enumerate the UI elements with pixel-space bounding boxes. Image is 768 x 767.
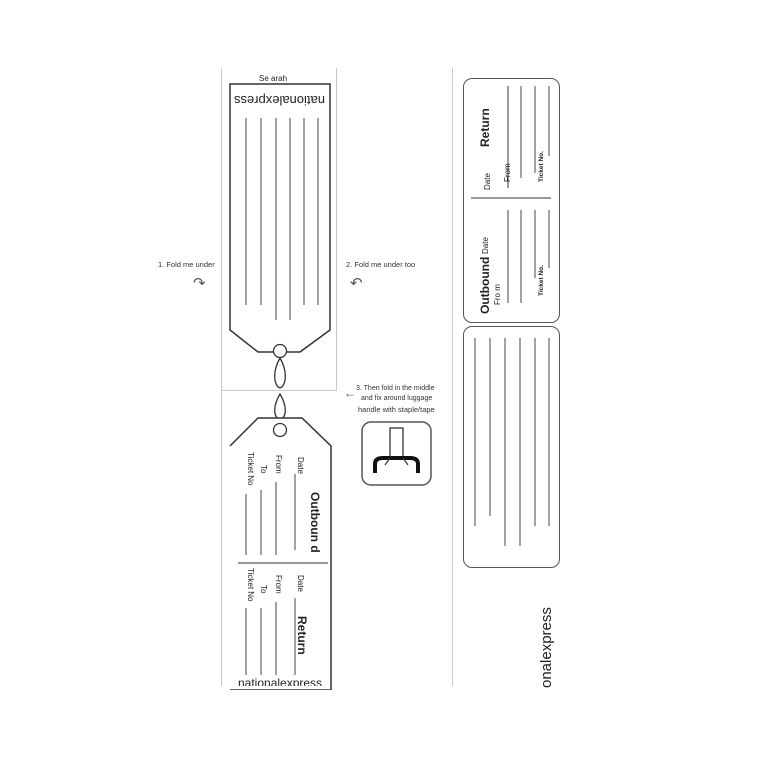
instruction-step2: 2. Fold me under too xyxy=(346,260,416,269)
top-tag xyxy=(229,83,331,389)
top-tag-hole xyxy=(272,343,288,359)
instruction-step3-line3: handle with staple/tape xyxy=(358,405,435,414)
right-outbound-title: Outbound xyxy=(478,256,492,314)
right-return-title: Return xyxy=(478,108,492,147)
top-tag-brand: nationalexpress xyxy=(233,93,325,108)
bottom-outbound-title: Outboun d xyxy=(308,492,322,553)
bottom-ticket-label: Ticket No xyxy=(246,452,255,486)
luggage-handle-icon xyxy=(361,421,432,486)
top-tag-string xyxy=(274,356,286,389)
bottom-to-label-2: To xyxy=(259,585,268,594)
step3-arrow-icon: ← xyxy=(344,386,356,400)
right-from-label-2: Fro m xyxy=(493,284,502,305)
bottom-ticket-label-2: Ticket No xyxy=(246,568,255,602)
middle-fold-guide xyxy=(221,390,337,391)
bottom-return-title: Return xyxy=(295,616,309,655)
right-top-card xyxy=(463,78,560,323)
left-fold-guide xyxy=(221,68,222,686)
right-date-label-2: Date xyxy=(481,237,490,254)
bottom-to-label: To xyxy=(259,465,268,474)
right-bottom-card-lines xyxy=(474,338,550,546)
right-top-card-lines xyxy=(471,86,551,303)
fold-arrow-right-icon: ↶ xyxy=(350,275,363,292)
bottom-tag-hole xyxy=(272,422,288,438)
bottom-tag xyxy=(229,392,332,690)
bottom-tag-string xyxy=(274,392,286,421)
bottom-date-label-2: Date xyxy=(296,575,305,592)
right-from-label: From xyxy=(503,163,512,182)
column-divider xyxy=(452,68,453,686)
bottom-from-label-2: From xyxy=(274,575,283,594)
right-ticket-label: Ticket No. xyxy=(538,151,545,182)
right-fold-guide xyxy=(336,68,337,390)
instruction-step3-line2: and fix around luggage xyxy=(361,395,433,402)
bottom-from-label: From xyxy=(274,455,283,474)
bottom-tag-brand: nationalexpress xyxy=(238,676,323,686)
right-date-label: Date xyxy=(483,173,492,190)
right-ticket-label-2: Ticket No. xyxy=(538,265,545,296)
instruction-step1: 1. Fold me under xyxy=(158,260,215,269)
instruction-step3-line1: 3. Then fold in the middle xyxy=(356,385,435,392)
top-tag-header: Se arah xyxy=(259,74,288,83)
bottom-date-label: Date xyxy=(296,457,305,474)
fold-arrow-left-icon: ↷ xyxy=(193,275,206,292)
right-bottom-card xyxy=(463,326,560,568)
right-column-brand: onalexpress xyxy=(538,607,555,688)
